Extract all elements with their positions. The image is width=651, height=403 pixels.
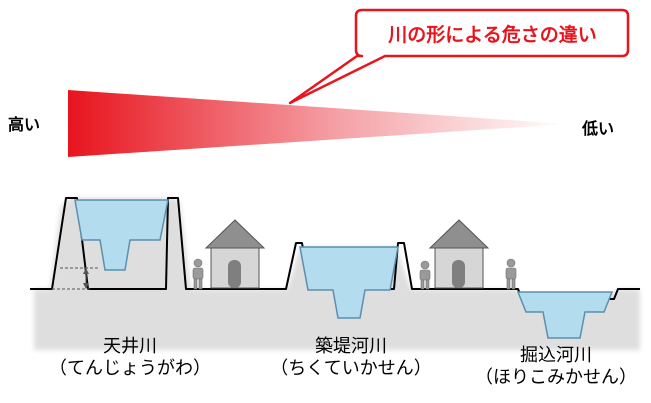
person-icon — [505, 258, 517, 290]
house-icon — [204, 219, 266, 289]
water-horikomi — [516, 291, 614, 339]
river-name: 天井川 — [103, 336, 157, 357]
house-icon — [428, 219, 490, 289]
person-icon — [419, 260, 431, 290]
river-caption-chikutei: 築堤河川 （ちくていかせん） — [256, 336, 446, 380]
high-risk-label: 高い — [8, 115, 41, 134]
river-name: 掘込河川 — [520, 345, 592, 366]
person-icon — [192, 258, 204, 290]
river-reading: （ほりこみかせん） — [475, 367, 637, 388]
water-tenjogawa — [74, 199, 169, 271]
low-risk-label: 低い — [582, 119, 615, 138]
river-reading: （てんじょうがわ） — [49, 358, 211, 379]
river-caption-horikomi: 掘込河川 （ほりこみかせん） — [461, 345, 651, 389]
water-chikutei — [299, 246, 399, 319]
callout-title: 川の形による危さの違い — [388, 23, 597, 46]
danger-gradient-wedge — [68, 90, 568, 157]
river-reading: （ちくていかせん） — [270, 358, 432, 379]
callout-bubble — [288, 8, 630, 105]
height-marker — [52, 267, 100, 290]
river-caption-tenjogawa: 天井川 （てんじょうがわ） — [35, 336, 225, 380]
river-name: 築堤河川 — [315, 336, 387, 357]
